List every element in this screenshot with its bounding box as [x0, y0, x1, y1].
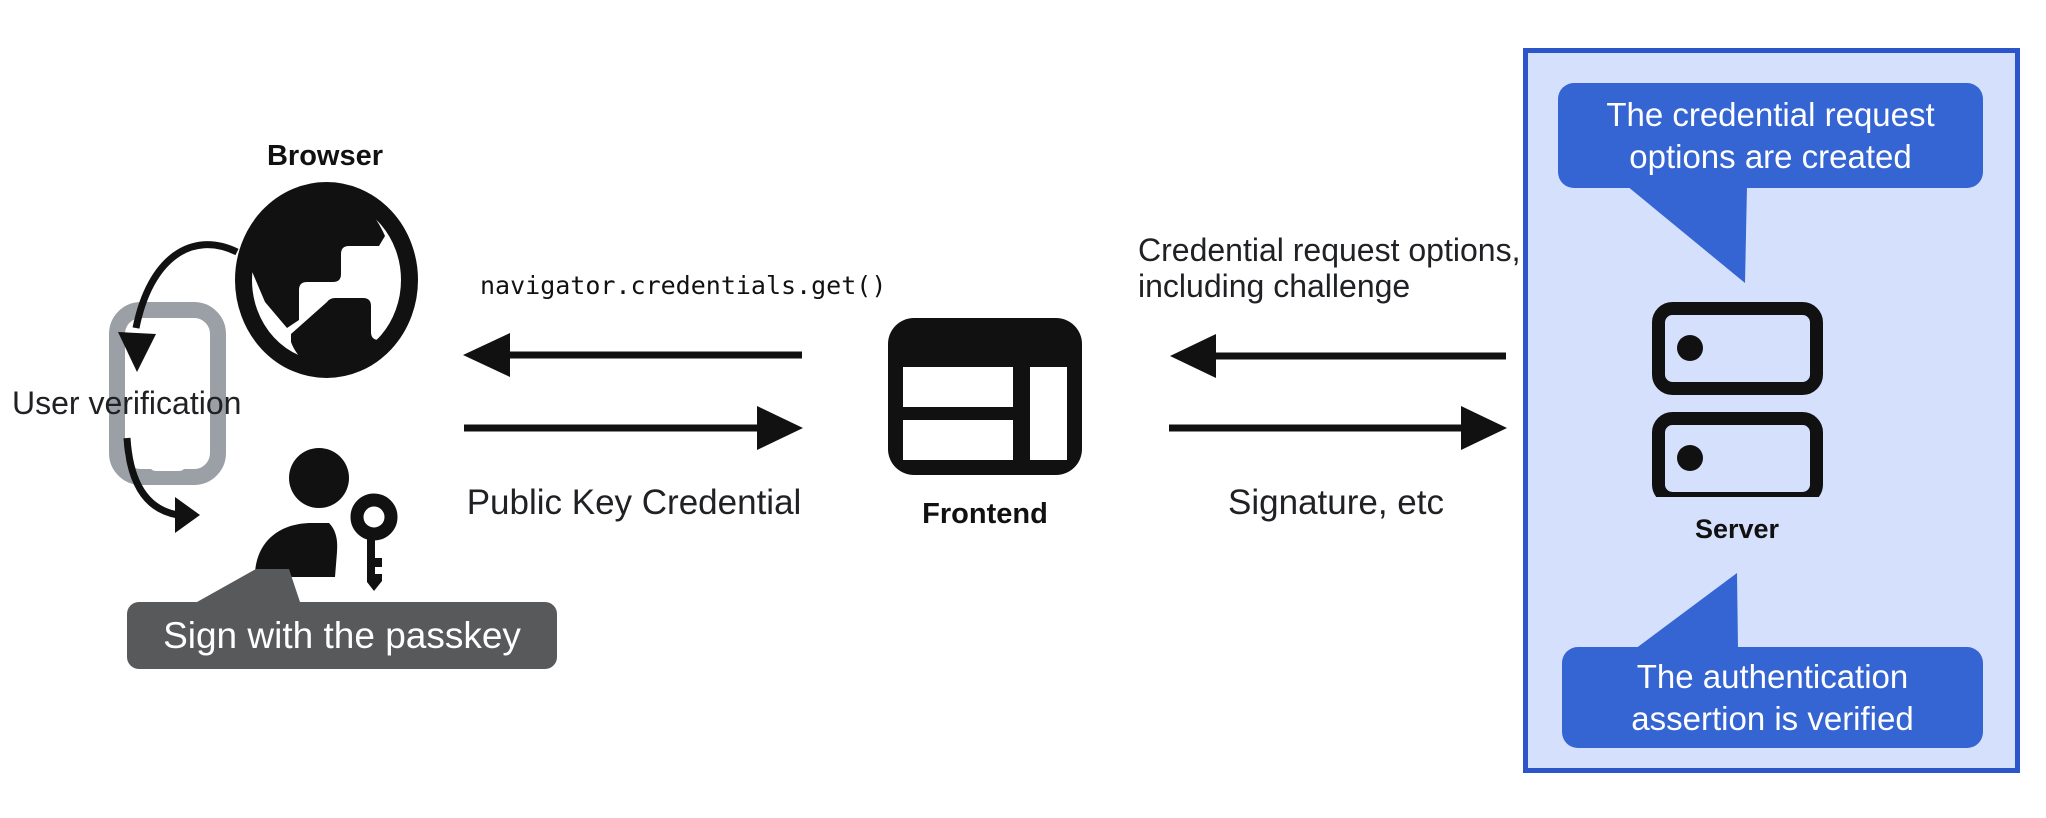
arrow-head-to-phone — [118, 332, 156, 372]
navigator-credentials-get-label: navigator.credentials.get() — [480, 271, 887, 300]
server-icon — [1652, 302, 1823, 497]
frontend-label: Frontend — [922, 498, 1048, 530]
credential-request-options-line2: including challenge — [1138, 268, 1411, 304]
user-verification-label: User verification — [12, 385, 242, 421]
user-verification-flow-arrows — [118, 241, 239, 533]
sign-with-passkey-tooltip: Sign with the passkey — [127, 602, 557, 669]
speech-bubble-tail-top — [1627, 186, 1747, 283]
server-bubble-request-created: The credential request options are creat… — [1558, 83, 1983, 188]
frontend-window-icon — [888, 318, 1082, 475]
globe-icon — [235, 182, 418, 378]
credential-request-options-label: Credential request options, including ch… — [1138, 232, 1558, 304]
server-bubble-request-created-line1: The credential request — [1606, 95, 1935, 133]
signature-etc-label: Signature, etc — [1228, 483, 1444, 522]
phone-icon — [109, 302, 226, 485]
arrow-browser-to-frontend — [464, 406, 803, 450]
tooltip-tail — [197, 569, 300, 602]
arrow-frontend-to-browser — [463, 333, 802, 377]
server-bubble-assertion-verified: The authentication assertion is verified — [1562, 647, 1983, 748]
arrow-head-to-user — [175, 497, 200, 533]
speech-bubble-tail-bottom — [1635, 573, 1738, 649]
user-passkey-icon — [255, 448, 398, 591]
server-bubble-assertion-verified-line2: assertion is verified — [1631, 699, 1914, 737]
public-key-credential-label: Public Key Credential — [466, 483, 802, 522]
credential-request-options-line1: Credential request options, — [1138, 232, 1521, 268]
browser-label: Browser — [266, 140, 384, 172]
server-bubble-request-created-line2: options are created — [1629, 137, 1912, 175]
arrow-frontend-to-server — [1169, 406, 1507, 450]
arrow-server-to-frontend — [1170, 334, 1506, 378]
server-label: Server — [1694, 514, 1780, 544]
server-bubble-assertion-verified-line1: The authentication — [1636, 657, 1909, 695]
